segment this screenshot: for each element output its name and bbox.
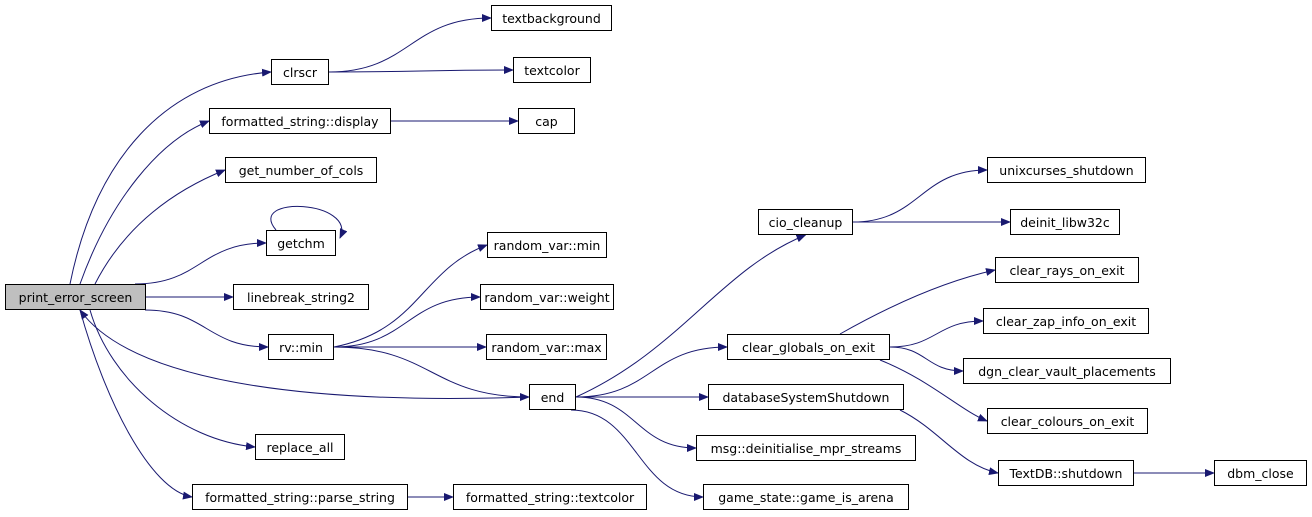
edge-print-error-screen-to-rv-min (144, 309, 269, 351)
edge-clear-globals-on-exit-to-clear-rays-on-exit (839, 268, 996, 335)
edge-clrscr-to-textcolor (328, 66, 514, 75)
edge-rv-min-to-random-var-min (333, 244, 488, 348)
node-textbackground[interactable]: textbackground (491, 5, 612, 31)
edge-clrscr-to-textbackground (328, 14, 492, 73)
edge-getchm-to-getchm (270, 205, 348, 239)
node-get-number-of-cols[interactable]: get_number_of_cols (225, 157, 377, 183)
node-textcolor[interactable]: textcolor (513, 57, 591, 83)
node-linebreak-string2[interactable]: linebreak_string2 (233, 284, 369, 310)
node-end[interactable]: end (529, 384, 576, 410)
edge-rv-min-to-random-var-weight (333, 293, 481, 348)
node-clear-globals-on-exit[interactable]: clear_globals_on_exit (727, 334, 890, 360)
edge-end-to-cio-cleanup (575, 234, 807, 398)
node-textdb-shutdown[interactable]: TextDB::shutdown (998, 460, 1134, 486)
node-random-var-weight[interactable]: random_var::weight (480, 284, 614, 310)
edge-end-to-game-is-arena (570, 409, 704, 501)
edge-end-to-clear-globals-on-exit (575, 343, 728, 398)
node-formatted-string-display[interactable]: formatted_string::display (209, 108, 391, 134)
edge-clear-globals-on-exit-to-clear-zap-info-on-exit (889, 317, 984, 348)
node-clear-rays-on-exit[interactable]: clear_rays_on_exit (995, 257, 1139, 283)
node-random-var-min[interactable]: random_var::min (487, 232, 607, 258)
node-database-system-shutdown[interactable]: databaseSystemShutdown (708, 384, 904, 410)
edges-group (69, 14, 1215, 502)
node-game-state-game-is-arena[interactable]: game_state::game_is_arena (703, 484, 909, 510)
edge-print-error-screen-to-fs-parse-string (79, 309, 193, 500)
edge-print-error-screen-to-getchm (134, 239, 267, 285)
edge-end-to-print-error-screen (79, 309, 530, 399)
edge-clear-globals-on-exit-to-clear-colours-on-exit (879, 359, 988, 422)
edge-end-to-msg-deinitialise (575, 396, 697, 452)
node-dgn-clear-vault-placements[interactable]: dgn_clear_vault_placements (963, 358, 1171, 384)
node-cio-cleanup[interactable]: cio_cleanup (758, 209, 853, 235)
node-deinit-libw32c[interactable]: deinit_libw32c (1010, 209, 1120, 235)
node-clrscr[interactable]: clrscr (271, 59, 329, 85)
edge-print-error-screen-to-get-number-of-cols (94, 169, 226, 285)
edge-clear-globals-on-exit-to-dgn-clear-vault-placements (889, 346, 964, 375)
node-unixcurses-shutdown[interactable]: unixcurses_shutdown (987, 157, 1146, 183)
node-clear-colours-on-exit[interactable]: clear_colours_on_exit (987, 408, 1148, 434)
node-formatted-string-textcolor[interactable]: formatted_string::textcolor (453, 484, 647, 510)
edge-rv-min-to-end (333, 346, 530, 401)
node-cap[interactable]: cap (518, 108, 575, 134)
edge-print-error-screen-to-clrscr (69, 68, 272, 285)
node-rv-min[interactable]: rv::min (268, 334, 334, 360)
node-formatted-string-parse-string[interactable]: formatted_string::parse_string (192, 484, 408, 510)
edge-print-error-screen-to-fs-display (79, 120, 210, 285)
node-print-error-screen[interactable]: print_error_screen (5, 284, 146, 310)
node-dbm-close[interactable]: dbm_close (1214, 460, 1307, 486)
edge-print-error-screen-to-replace-all (89, 309, 256, 451)
node-clear-zap-info-on-exit[interactable]: clear_zap_info_on_exit (983, 308, 1149, 334)
edge-databaseSystemShutdown-to-textdb-shutdown (899, 409, 999, 476)
node-getchm[interactable]: getchm (266, 230, 336, 256)
node-replace-all[interactable]: replace_all (255, 434, 345, 460)
edge-cio-cleanup-to-unixcurses-shutdown (852, 166, 988, 223)
node-random-var-max[interactable]: random_var::max (486, 334, 607, 360)
node-msg-deinitialise-mpr-streams[interactable]: msg::deinitialise_mpr_streams (696, 435, 916, 461)
